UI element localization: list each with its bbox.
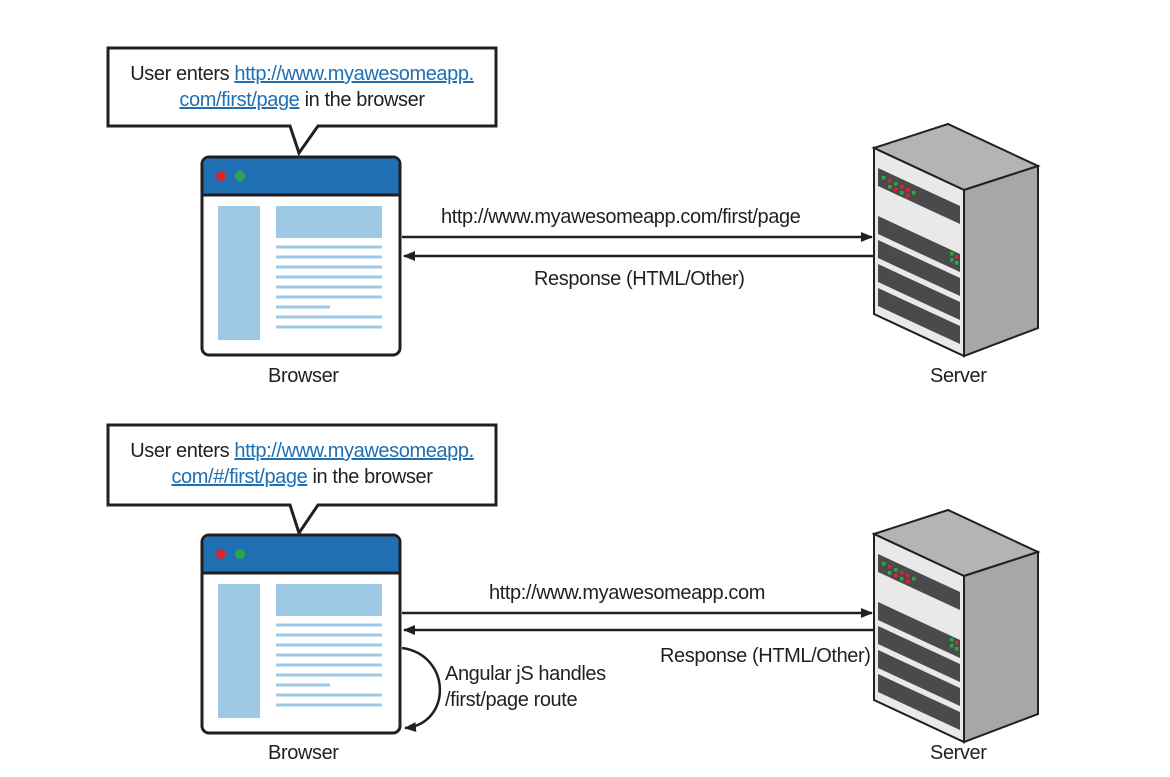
bottom-callout-suffix: in the browser	[307, 466, 433, 488]
bottom-callout-link-line1[interactable]: http://www.myawesomeapp.	[234, 440, 474, 462]
bottom-browser-icon	[200, 533, 402, 735]
top-browser-icon	[200, 155, 402, 357]
bottom-browser-label: Browser	[268, 742, 339, 764]
top-request-label: http://www.myawesomeapp.com/first/page	[441, 206, 801, 228]
top-callout-link-line1[interactable]: http://www.myawesomeapp.	[234, 63, 474, 85]
top-callout-link-line2[interactable]: com/first/page	[179, 89, 300, 111]
angular-loop-label-line2: /first/page route	[445, 689, 578, 711]
bottom-server-icon	[873, 509, 1039, 743]
bottom-callout-prefix: User enters	[130, 440, 235, 462]
top-callout-prefix: User enters	[130, 63, 235, 85]
bottom-response-label: Response (HTML/Other)	[660, 645, 871, 667]
bottom-callout-bubble	[106, 423, 498, 537]
bottom-request-label: http://www.myawesomeapp.com	[489, 582, 765, 604]
top-server-label: Server	[930, 365, 987, 387]
top-response-label: Response (HTML/Other)	[534, 268, 745, 290]
bottom-server-label: Server	[930, 742, 987, 764]
angular-loop-arrow	[401, 646, 441, 733]
bottom-callout-link-line2[interactable]: com/#/first/page	[171, 466, 308, 488]
top-callout-suffix: in the browser	[299, 89, 425, 111]
top-browser-label: Browser	[268, 365, 339, 387]
top-callout-text: User enters http://www.myawesomeapp. com…	[110, 61, 494, 113]
top-callout-bubble	[106, 46, 498, 157]
angular-loop-label-line1: Angular jS handles	[445, 663, 606, 685]
bottom-callout-text: User enters http://www.myawesomeapp. com…	[110, 438, 494, 490]
top-server-icon	[873, 123, 1039, 357]
